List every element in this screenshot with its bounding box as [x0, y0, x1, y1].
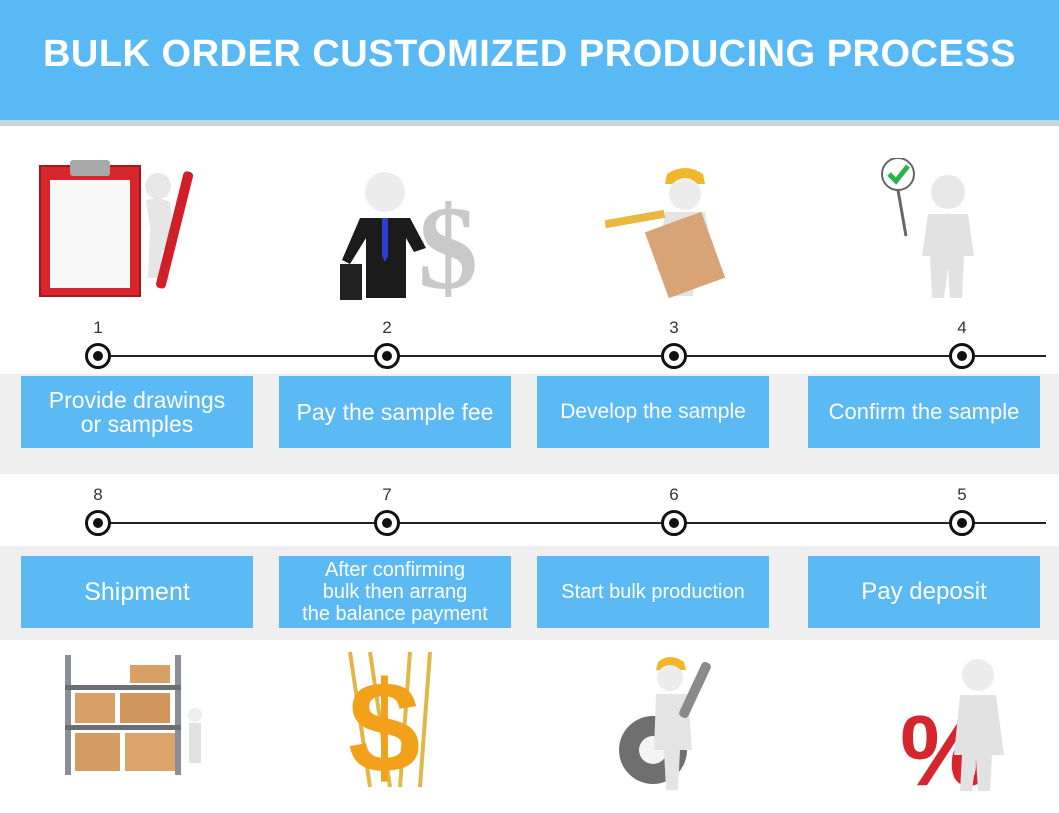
timeline-node [949, 343, 975, 369]
checkmark-approval-icon [881, 158, 974, 298]
timeline-node [661, 510, 687, 536]
svg-text:$: $ [418, 181, 478, 308]
timeline-panel-bottom [0, 474, 1059, 546]
timeline-node [374, 510, 400, 536]
engineer-ruler-icon [605, 168, 726, 299]
dollar-ladder-icon: $ [348, 651, 432, 792]
step-label-provide-drawings: Provide drawings or samples [21, 376, 253, 448]
step-label-shipment: Shipment [21, 556, 253, 628]
step-label-pay-deposit: Pay deposit [808, 556, 1040, 628]
step-number: 2 [382, 318, 392, 337]
clipboard-pen-icon [39, 160, 194, 297]
step-label-pay-sample-fee: Pay the sample fee [279, 376, 511, 448]
step-number: 8 [93, 485, 103, 504]
header-banner: BULK ORDER CUSTOMIZED PRODUCING PROCESS [0, 0, 1059, 126]
worker-wrench-gear-icon [619, 657, 711, 790]
step-number: 5 [957, 485, 967, 504]
step-number: 7 [382, 485, 392, 504]
step-number: 4 [957, 318, 967, 337]
timeline-node [374, 343, 400, 369]
timeline-line-top [98, 355, 1046, 357]
timeline-node [85, 510, 111, 536]
page-title: BULK ORDER CUSTOMIZED PRODUCING PROCESS [42, 32, 1017, 75]
step-label-confirm-sample: Confirm the sample [808, 376, 1040, 448]
step-number: 3 [669, 318, 679, 337]
timeline-line-bottom [98, 522, 1046, 524]
step-number: 1 [93, 318, 103, 337]
timeline-node [85, 343, 111, 369]
step-label-balance-payment: After confirming bulk then arrang the ba… [279, 556, 511, 628]
timeline-node [949, 510, 975, 536]
svg-text:$: $ [348, 654, 420, 792]
businessman-dollar-icon: $ [340, 172, 478, 308]
step-number: 6 [669, 485, 679, 504]
step-label-develop-sample: Develop the sample [537, 376, 769, 448]
step-label-bulk-production: Start bulk production [537, 556, 769, 628]
percent-sign-icon: % [900, 659, 1004, 795]
warehouse-boxes-icon [65, 655, 202, 775]
timeline-node [661, 343, 687, 369]
